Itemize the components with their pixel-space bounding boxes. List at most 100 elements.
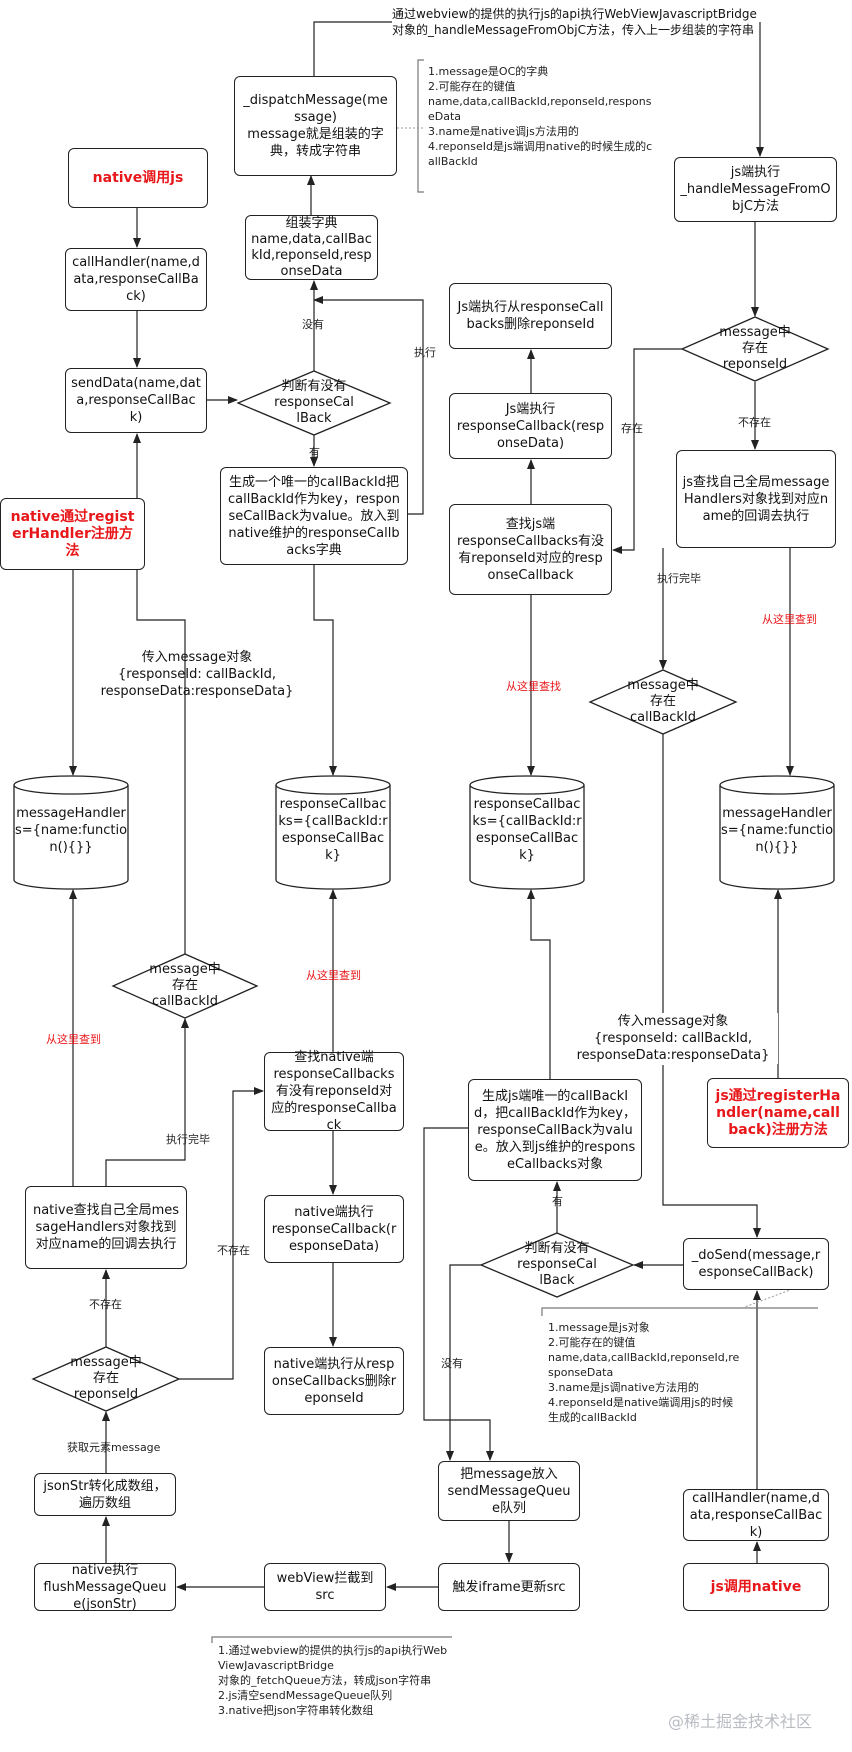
native-has-callback-decision: 判断有没有 responseCal lBack <box>274 379 354 426</box>
fetch-queue-note: 1.通过webview的提供的执行js的api执行WebViewJavascri… <box>218 1643 454 1718</box>
cylinder-js-message-handlers <box>719 775 835 890</box>
arrow-js-generate-to-queue <box>423 1127 494 1461</box>
js-delete-response-callback-node: Js端执行从responseCallbacks删除reponseId <box>449 283 612 349</box>
edge-label-find-here: 从这里查到 <box>762 613 817 626</box>
js-find-message-handler-node: js查找自己全局messageHandlers对象找到对应name的回调去执行 <box>676 450 836 548</box>
call-handler-js-node: callHandler(name,data,responseCallBack) <box>683 1489 829 1541</box>
js-response-callbacks-store: responseCallbacks={callBackId:responseCa… <box>472 797 582 863</box>
js-has-response-id-decision: message中 存在 reponseId <box>719 325 791 372</box>
note-line: 对象的_fetchQueue方法，转成json字符串 <box>218 1674 432 1687</box>
js-message-handlers-store: messageHandlers={name:function(){}} <box>720 805 834 855</box>
arrow-pass-message-to-do-send <box>662 1065 761 1238</box>
free-text-line: {responseId: callBackId, <box>117 667 277 682</box>
note-line: name,data,callBackId,reponseId,responseD… <box>428 95 652 123</box>
js-register-handler-node: js通过registerHandler(name,callback)注册方法 <box>707 1078 849 1148</box>
top-note-line: 对象的_handleMessageFromObjC方法，传入上一步组装的字符串 <box>392 23 754 37</box>
note-line: 2.可能存在的键值 <box>428 80 516 93</box>
push-send-queue-node: 把message放入 sendMessageQueue队列 <box>438 1461 580 1521</box>
arrow-dispatch-to-top-note <box>313 21 392 76</box>
edge-label-execute: 执行 <box>414 346 436 359</box>
edge-label-done: 执行完毕 <box>657 572 701 585</box>
note-line: 1.通过webview的提供的执行js的api执行WebViewJavascri… <box>218 1644 448 1672</box>
edge-label-not-exists: 不存在 <box>738 416 771 429</box>
trigger-iframe-node: 触发iframe更新src <box>438 1563 580 1611</box>
send-data-node: sendData(name,data,responseCallBack) <box>65 368 207 433</box>
watermark: @稀土掘金技术社区 <box>668 1712 813 1731</box>
native-has-callback-id-decision: message中 存在 callBackId <box>149 962 221 1009</box>
native-call-js-node: native调用js <box>68 148 208 208</box>
arrow-js-generate-to-js-callbacks <box>527 889 551 1079</box>
note-line: 4.reponseId是js端调用native的时候生成的callBackId <box>428 140 653 168</box>
arrow-native-handler-done-to-callbackid <box>105 1018 189 1186</box>
edge-label-get-element: 获取元素message <box>67 1441 161 1454</box>
decision-diamond-native-has-response-id <box>31 1346 181 1412</box>
native-has-response-id-decision: message中 存在 reponseId <box>70 1355 142 1402</box>
js-execute-response-callback-node: Js端执行 responseCallback(responseData) <box>449 393 612 459</box>
native-message-handlers-store: messageHandlers={name:function(){}} <box>14 805 128 855</box>
js-has-callback-decision: 判断有没有 responseCal lBack <box>517 1241 597 1288</box>
arrow-no-callback-to-queue <box>446 1264 481 1461</box>
decision-diamond-native-has-callback <box>236 370 392 436</box>
edge-label-find-here: 从这里查到 <box>306 969 361 982</box>
note-bracket-js-object <box>541 1307 818 1316</box>
decision-diamond-js-has-callback <box>479 1232 635 1298</box>
edge-label-has: 有 <box>309 446 320 459</box>
note-bracket-oc-dict <box>417 59 424 193</box>
arrow-generate-to-native-callbacks <box>313 565 337 776</box>
native-find-message-handler-node: native查找自己全局messageHandlers对象找到对应name的回调… <box>25 1186 187 1269</box>
decision-diamond-js-has-response-id <box>680 316 830 382</box>
note-line: 1.message是js对象 <box>548 1321 650 1334</box>
decision-diamond-native-has-callback-id <box>111 953 259 1019</box>
native-response-callbacks-store: responseCallbacks={callBackId:responseCa… <box>278 797 388 863</box>
edge-label-none: 没有 <box>302 318 324 331</box>
edge-label-exists: 存在 <box>621 422 643 435</box>
js-has-callback-id-decision: message中 存在 callBackId <box>627 678 699 725</box>
json-parse-node: jsonStr转化成数组，遍历数组 <box>34 1473 176 1516</box>
webview-intercept-node: webView拦截到 src <box>264 1563 386 1611</box>
native-find-response-callback-node: 查找native端 responseCallbacks有没有reponseId对… <box>264 1050 404 1133</box>
dispatch-message-node: _dispatchMessage(message) message就是组装的字典… <box>234 76 397 176</box>
note-line: 2.js清空sendMessageQueue队列 <box>218 1689 393 1702</box>
arrow-exists-to-native-find <box>179 1087 264 1380</box>
edge-label-none: 没有 <box>441 1357 463 1370</box>
generate-callback-id-native-node: 生成一个唯一的callBackId把callBackId作为key，respon… <box>220 467 408 565</box>
edge-label-not-exists: 不存在 <box>89 1298 122 1311</box>
top-note-line: 通过webview的提供的执行js的api执行WebViewJavascript… <box>392 7 757 21</box>
note-line: 3.native把json字符串转化数组 <box>218 1704 374 1717</box>
note-line: 4.reponseId是native端调用js的时候生成的callBackId <box>548 1396 734 1424</box>
js-find-response-callback-node: 查找js端 responseCallbacks有没有reponseId对应的re… <box>449 504 612 595</box>
note-bracket-fetch-queue <box>211 1636 452 1643</box>
edge-label-has: 有 <box>552 1195 563 1208</box>
edge-label-done: 执行完毕 <box>166 1133 210 1146</box>
call-handler-native-node: callHandler(name,data,responseCallBack) <box>65 248 207 311</box>
note-line: 1.message是OC的字典 <box>428 65 549 78</box>
note-line: 3.name是js调native方法用的 <box>548 1381 699 1394</box>
cylinder-js-response-callbacks <box>469 775 585 890</box>
cylinder-native-message-handlers <box>13 775 129 890</box>
message-js-object-note: 1.message是js对象 2.可能存在的键值 name,data,callB… <box>548 1320 742 1425</box>
edge-label-find-here: 从这里查到 <box>46 1033 101 1046</box>
free-text-line: responseData:responseData} <box>576 1048 770 1063</box>
free-text-line: responseData:responseData} <box>100 684 294 699</box>
js-call-native-node: js调用native <box>683 1563 829 1611</box>
native-flush-queue-node: native执行 flushMessageQueue(jsonStr) <box>34 1563 176 1612</box>
native-execute-response-callback-node: native端执行 responseCallback(responseData) <box>264 1195 404 1263</box>
edge-label-not-exists: 不存在 <box>217 1244 250 1257</box>
note-line: 3.name是native调js方法用的 <box>428 125 579 138</box>
arrow-exists-to-js-find <box>612 348 682 554</box>
native-register-handler-node: native通过registerHandler注册方法 <box>0 498 145 570</box>
native-delete-response-callback-node: native端执行从responseCallbacks删除reponseId <box>264 1347 404 1415</box>
cylinder-native-response-callbacks <box>275 775 391 890</box>
edge-label-find-here: 从这里查找 <box>506 680 561 693</box>
decision-diamond-js-has-callback-id <box>588 669 738 735</box>
do-send-node: _doSend(message,responseCallBack) <box>683 1238 829 1290</box>
arrow-execute-back-to-assemble <box>313 296 424 515</box>
assemble-dict-node: 组装字典 name,data,callBackId,reponseId,resp… <box>245 215 378 280</box>
pass-message-native-text: 传入message对象 {responseId: callBackId, res… <box>92 649 302 700</box>
js-execute-handle-message-node: js端执行 _handleMessageFromObjC方法 <box>674 157 837 222</box>
free-text-line: {responseId: callBackId, <box>593 1031 753 1046</box>
free-text-line: 传入message对象 <box>617 1014 729 1029</box>
top-note: 通过webview的提供的执行js的api执行WebViewJavascript… <box>392 6 832 38</box>
note-line: name,data,callBackId,reponseId,responseD… <box>548 1351 740 1379</box>
